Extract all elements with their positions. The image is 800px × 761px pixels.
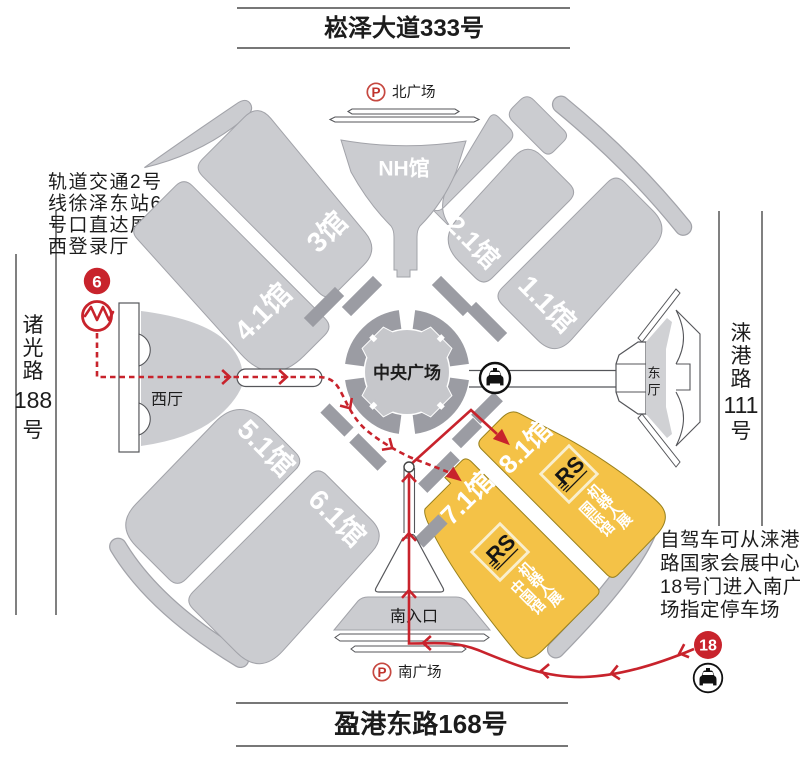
svg-text:东: 东 [647, 366, 660, 381]
svg-text:18号门进入南广: 18号门进入南广 [660, 576, 800, 598]
svg-text:自驾车可从涞港: 自驾车可从涞港 [660, 529, 800, 551]
svg-text:路: 路 [731, 368, 752, 391]
svg-text:111: 111 [724, 392, 759, 418]
svg-text:诸: 诸 [23, 314, 44, 337]
svg-text:路: 路 [23, 360, 44, 383]
svg-text:6: 6 [92, 273, 101, 292]
svg-text:轨道交通2号: 轨道交通2号 [48, 171, 163, 193]
svg-text:盈港东路168号: 盈港东路168号 [333, 709, 507, 739]
svg-text:西厅: 西厅 [151, 392, 183, 409]
svg-text:号: 号 [731, 420, 752, 443]
svg-text:场指定停车场: 场指定停车场 [660, 599, 780, 621]
svg-text:路国家会展中心: 路国家会展中心 [660, 552, 800, 574]
svg-text:号: 号 [23, 419, 44, 442]
svg-text:厅: 厅 [647, 383, 660, 398]
svg-text:涞: 涞 [731, 322, 752, 345]
svg-text:18: 18 [699, 638, 717, 655]
svg-text:北广场: 北广场 [392, 84, 436, 101]
svg-text:线徐泽东站6: 线徐泽东站6 [48, 193, 163, 215]
svg-text:中央广场: 中央广场 [373, 363, 441, 383]
svg-text:港: 港 [731, 345, 752, 368]
svg-text:P: P [377, 665, 386, 680]
svg-text:光: 光 [23, 337, 44, 360]
svg-text:P: P [371, 85, 380, 100]
svg-text:NH馆: NH馆 [378, 157, 429, 181]
svg-text:西登录厅: 西登录厅 [48, 236, 130, 258]
svg-text:188: 188 [14, 387, 52, 413]
svg-text:南广场: 南广场 [398, 664, 442, 681]
svg-text:南入口: 南入口 [390, 608, 438, 626]
svg-text:崧泽大道333号: 崧泽大道333号 [324, 14, 484, 42]
